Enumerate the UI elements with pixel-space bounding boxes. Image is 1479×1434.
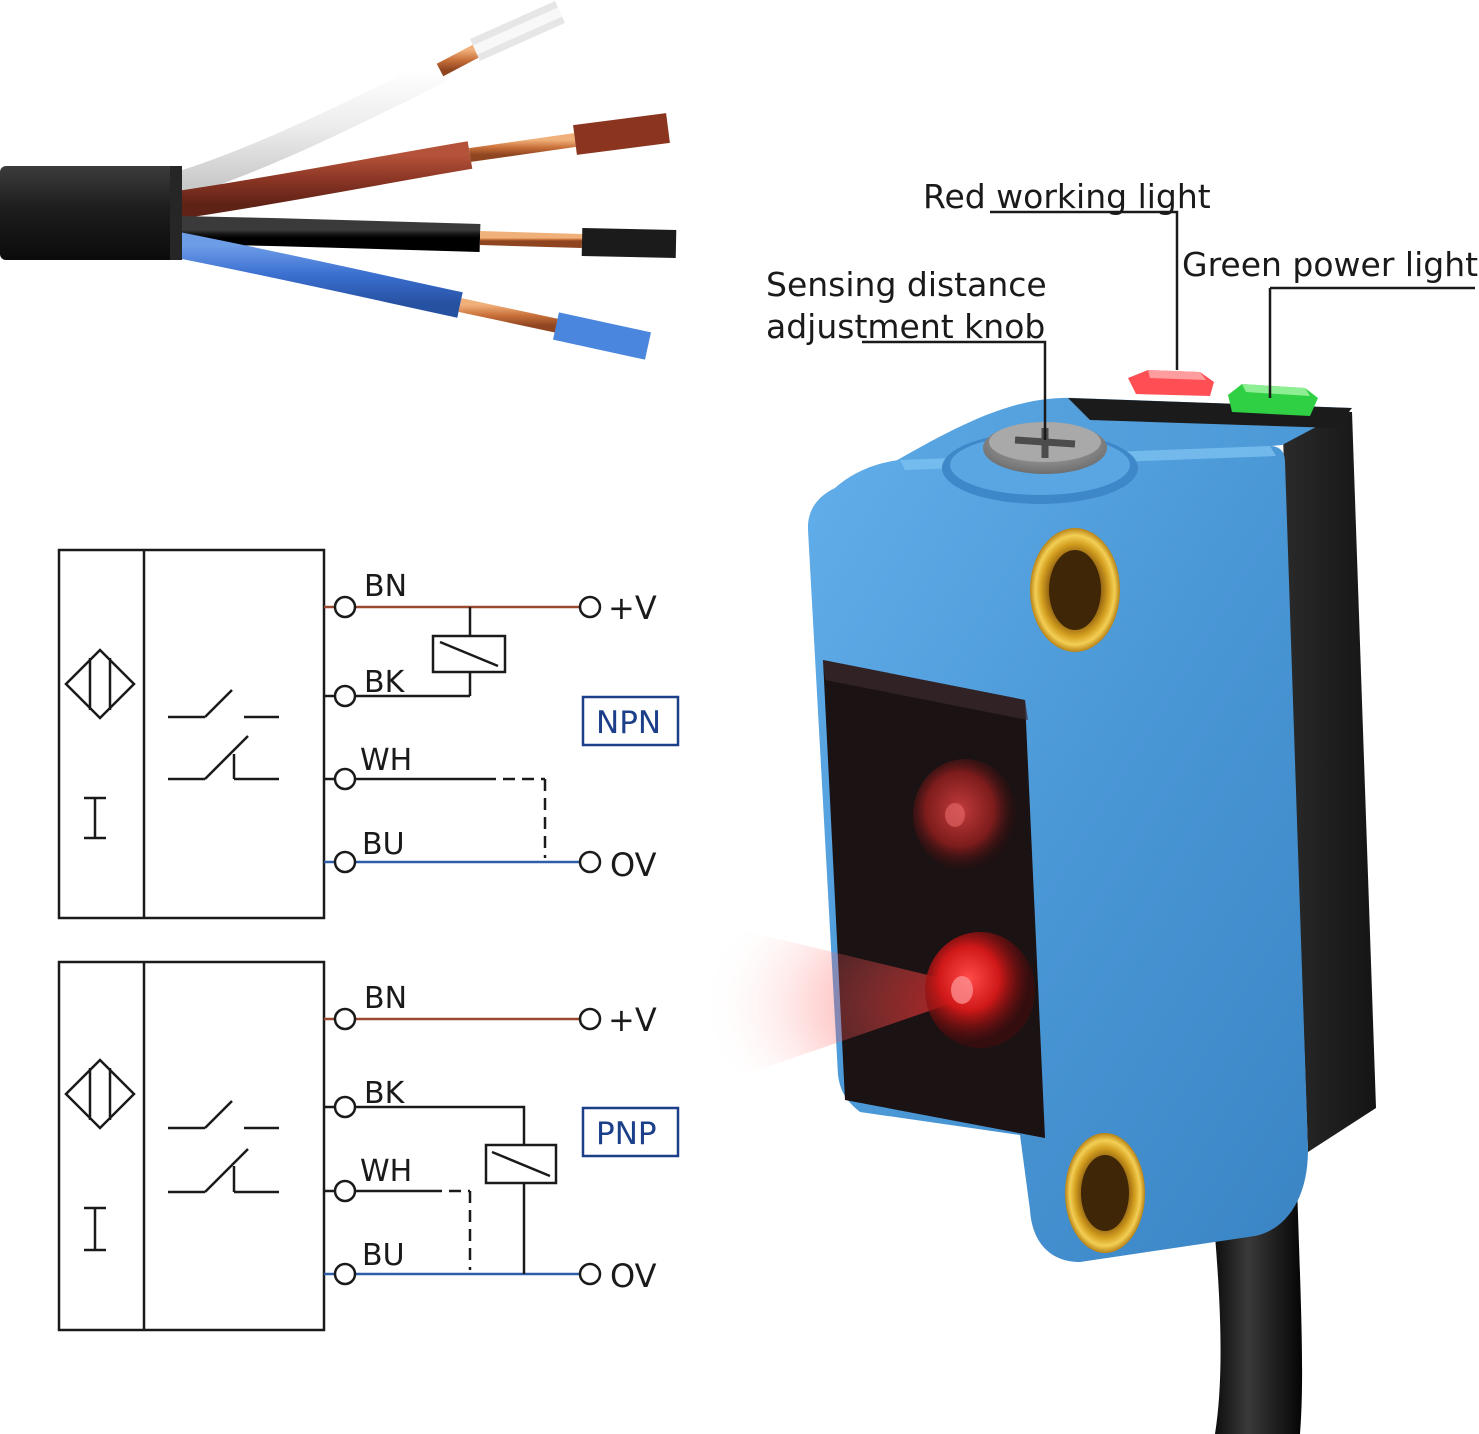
green-power-light-label: Green power light <box>1182 245 1478 284</box>
knob-label-line1: Sensing distance <box>766 265 1047 304</box>
npn-wiring-diagram: BN BK WH BU +V OV NPN <box>57 548 680 920</box>
callout-leaders <box>862 210 1475 440</box>
pnp-wire-wh-label: WH <box>360 1154 412 1189</box>
pnp-wire-bk-label: BK <box>364 1076 406 1111</box>
relay-coil-icon <box>484 1143 558 1274</box>
knob-label-line2: adjustment knob <box>766 307 1045 346</box>
npn-wire-wh-label: WH <box>360 743 412 778</box>
npn-plus-v-label: +V <box>608 589 657 627</box>
npn-wire-bu-label: BU <box>362 827 405 862</box>
diamond-sensor-icon <box>64 1058 136 1130</box>
cable-icon <box>0 1 677 360</box>
diamond-sensor-icon <box>64 648 136 720</box>
sensor-product-icon <box>700 370 1376 1434</box>
emitter-symbol-icon <box>84 796 106 840</box>
relay-coil-icon <box>431 607 507 696</box>
pnp-plus-v-label: +V <box>608 1001 657 1039</box>
emitter-symbol-icon <box>84 1206 106 1252</box>
switch-symbol-icon <box>168 689 279 781</box>
red-working-light-label: Red working light <box>923 177 1211 216</box>
npn-wire-bk-label: BK <box>364 665 406 700</box>
pnp-wiring-diagram: BN BK WH BU +V OV PNP <box>57 960 680 1332</box>
pnp-wire-bn-label: BN <box>364 981 407 1016</box>
pnp-zero-v-label: OV <box>610 1257 657 1295</box>
npn-type-label: NPN <box>596 705 661 741</box>
npn-wire-bn-label: BN <box>364 569 407 604</box>
pnp-wire-bu-label: BU <box>362 1238 405 1273</box>
switch-symbol-icon <box>168 1100 279 1194</box>
npn-zero-v-label: OV <box>610 846 657 884</box>
pnp-type-label: PNP <box>596 1116 657 1152</box>
